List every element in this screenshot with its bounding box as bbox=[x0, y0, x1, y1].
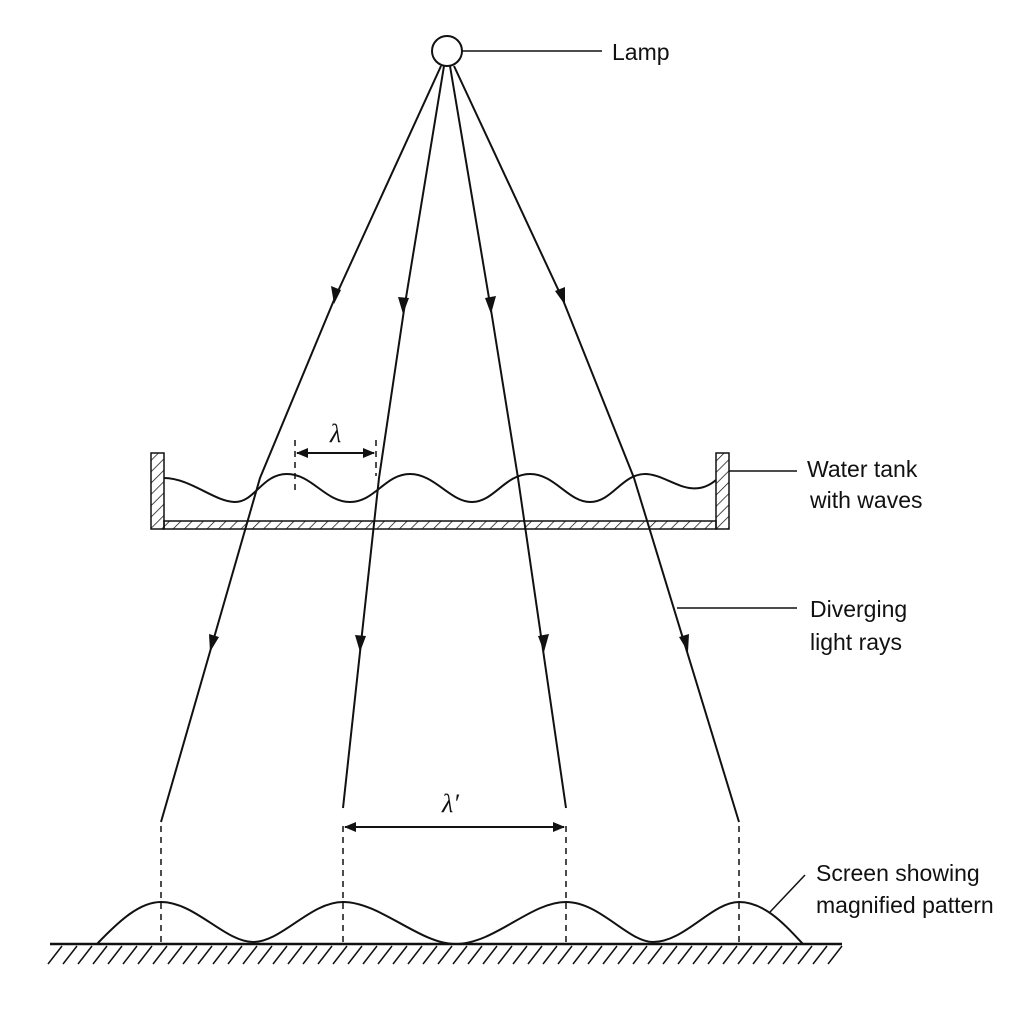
hatch-mark bbox=[347, 945, 363, 965]
hatch-mark bbox=[287, 945, 303, 965]
hatch-mark bbox=[527, 945, 543, 965]
hatch-mark bbox=[452, 945, 468, 965]
hatch-mark bbox=[422, 945, 438, 965]
hatch-mark bbox=[182, 945, 198, 965]
hatch-mark bbox=[587, 945, 603, 965]
water-tank bbox=[150, 452, 730, 530]
tank-label-line1: Water tank bbox=[807, 456, 918, 482]
hatch-mark bbox=[317, 945, 333, 965]
lamp-label: Lamp bbox=[612, 39, 670, 65]
hatch-mark bbox=[92, 945, 108, 965]
ray-4-arrowhead-upper bbox=[555, 287, 565, 305]
projection-lines bbox=[160, 826, 740, 944]
hatch-mark bbox=[542, 945, 558, 965]
screen-label-line1: Screen showing bbox=[816, 860, 980, 886]
hatch-mark bbox=[797, 945, 813, 965]
hatch-mark bbox=[677, 945, 693, 965]
ray-3-arrowhead-upper bbox=[485, 296, 496, 314]
hatch-mark bbox=[602, 945, 618, 965]
light-ray-1 bbox=[160, 65, 442, 823]
hatch-mark bbox=[572, 945, 588, 965]
hatch-mark bbox=[827, 945, 843, 965]
hatch-mark bbox=[497, 945, 513, 965]
tank-label-line2: with waves bbox=[809, 487, 922, 513]
hatch-mark bbox=[722, 945, 738, 965]
hatch-mark bbox=[47, 945, 63, 965]
hatch-mark bbox=[62, 945, 78, 965]
lambda-prime-symbol: λ′ bbox=[441, 789, 459, 818]
lamp bbox=[431, 35, 463, 67]
hatch-mark bbox=[332, 945, 348, 965]
ray-4-arrowhead-lower bbox=[679, 634, 689, 652]
hatch-mark bbox=[407, 945, 423, 965]
hatch-mark bbox=[782, 945, 798, 965]
hatch-mark bbox=[632, 945, 648, 965]
lambda-symbol: λ bbox=[329, 419, 341, 448]
tank-right-wall bbox=[715, 452, 730, 530]
hatch-mark bbox=[242, 945, 258, 965]
hatch-mark bbox=[647, 945, 663, 965]
hatch-mark bbox=[767, 945, 783, 965]
screen-label-line2: magnified pattern bbox=[816, 892, 994, 918]
rays-label-line2: light rays bbox=[810, 629, 902, 655]
hatch-mark bbox=[197, 945, 213, 965]
hatch-mark bbox=[467, 945, 483, 965]
hatch-mark bbox=[272, 945, 288, 965]
hatch-mark bbox=[482, 945, 498, 965]
hatch-mark bbox=[77, 945, 93, 965]
hatch-mark bbox=[227, 945, 243, 965]
hatch-mark bbox=[152, 945, 168, 965]
hatch-mark bbox=[437, 945, 453, 965]
hatch-mark bbox=[812, 945, 828, 965]
ray-2-arrowhead-lower bbox=[355, 635, 366, 652]
tank-bottom bbox=[163, 520, 717, 530]
ray-3-arrowhead-lower bbox=[538, 634, 549, 652]
hatch-mark bbox=[752, 945, 768, 965]
screen-leader-line bbox=[769, 874, 806, 913]
hatch-mark bbox=[557, 945, 573, 965]
hatch-mark bbox=[107, 945, 123, 965]
hatch-mark bbox=[737, 945, 753, 965]
magnified-pattern-curve bbox=[96, 900, 804, 946]
light-ray-3 bbox=[449, 65, 567, 809]
tank-left-wall bbox=[150, 452, 165, 530]
hatch-mark bbox=[392, 945, 408, 965]
hatch-mark bbox=[212, 945, 228, 965]
hatch-mark bbox=[662, 945, 678, 965]
screen-hatching bbox=[47, 945, 843, 965]
water-surface-waves bbox=[163, 472, 717, 504]
ray-2-arrowhead-upper bbox=[398, 297, 409, 314]
hatch-mark bbox=[617, 945, 633, 965]
rays-label-line1: Diverging bbox=[810, 596, 907, 622]
hatch-mark bbox=[257, 945, 273, 965]
hatch-mark bbox=[167, 945, 183, 965]
screen bbox=[47, 900, 843, 965]
hatch-mark bbox=[137, 945, 153, 965]
hatch-mark bbox=[122, 945, 138, 965]
hatch-mark bbox=[692, 945, 708, 965]
hatch-mark bbox=[377, 945, 393, 965]
ray-1-arrowhead-upper bbox=[331, 286, 341, 304]
hatch-mark bbox=[512, 945, 528, 965]
hatch-mark bbox=[707, 945, 723, 965]
hatch-mark bbox=[362, 945, 378, 965]
light-ray-4 bbox=[453, 65, 740, 823]
ray-arrowheads bbox=[209, 286, 689, 652]
ray-1-arrowhead-lower bbox=[209, 634, 219, 652]
light-rays bbox=[160, 65, 740, 823]
light-ray-2 bbox=[342, 65, 445, 809]
hatch-mark bbox=[302, 945, 318, 965]
